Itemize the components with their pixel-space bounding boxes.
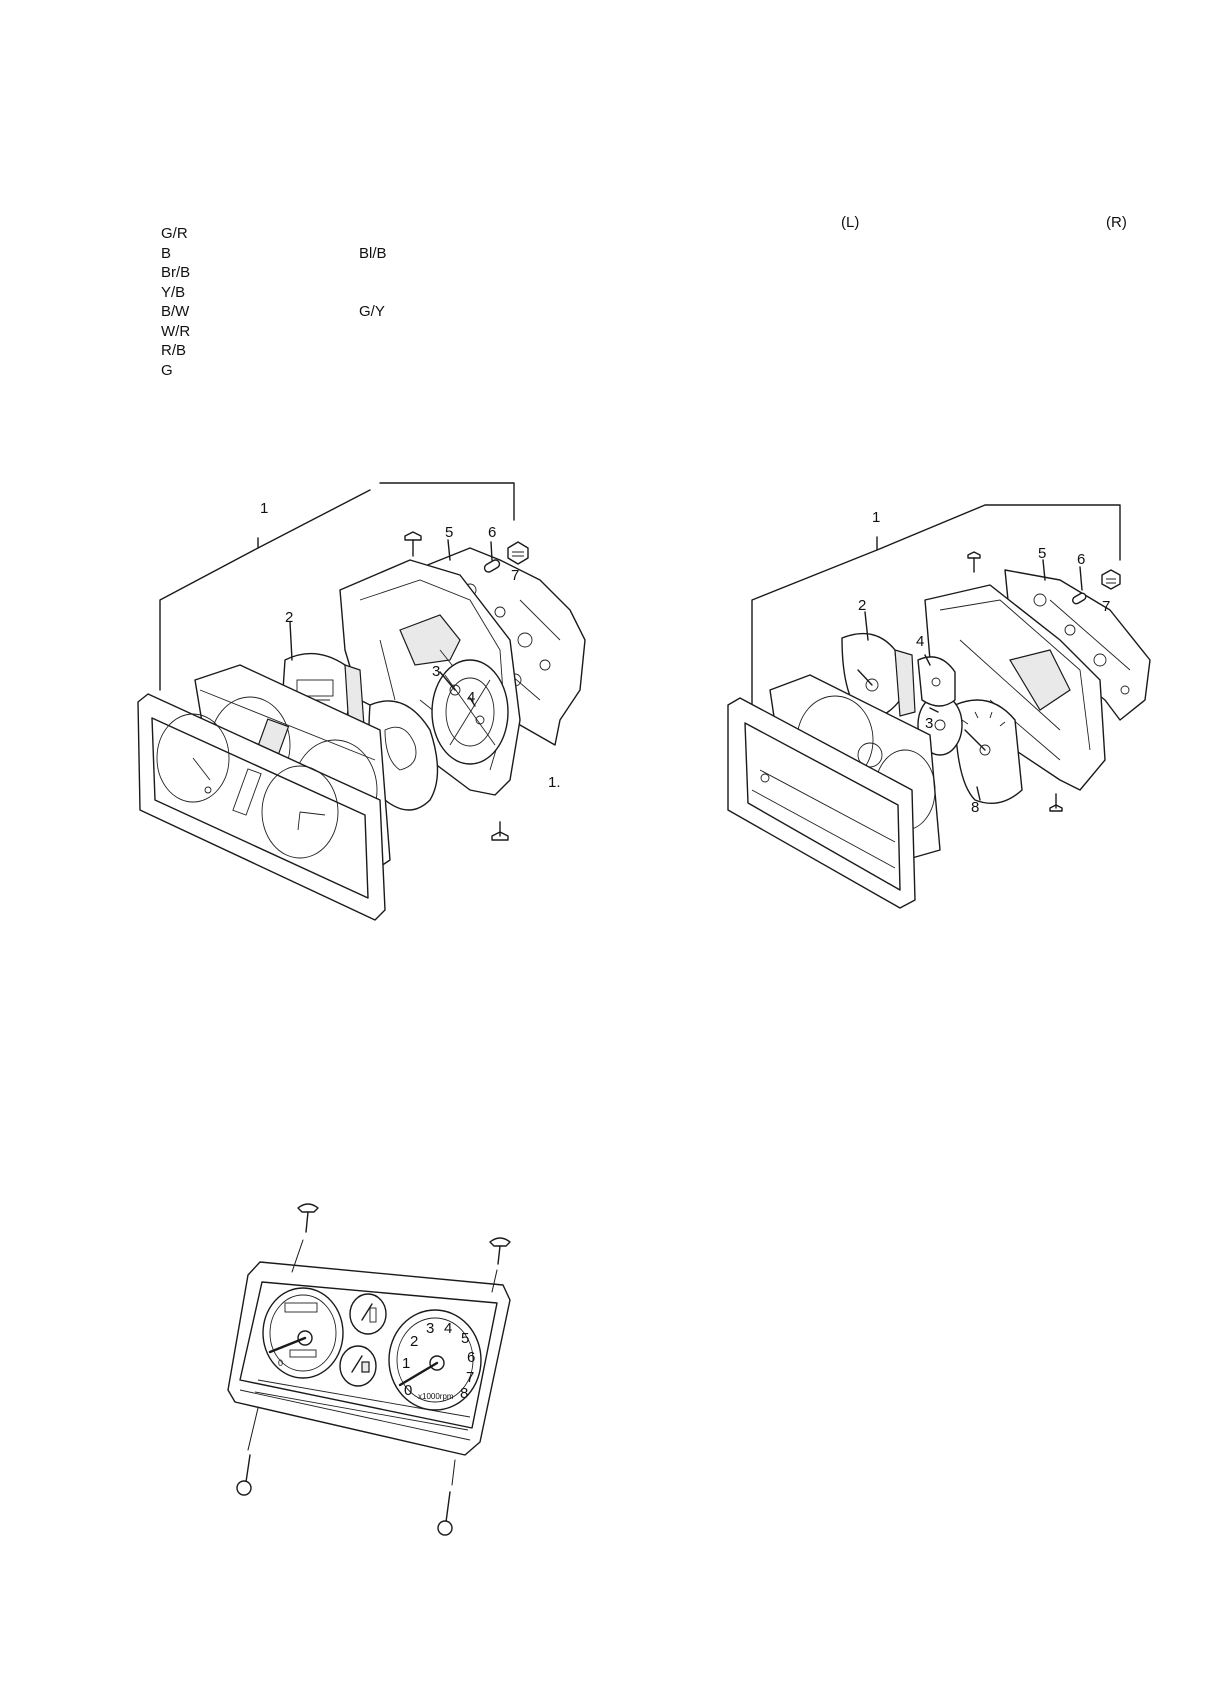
screw-icon [438, 1460, 455, 1535]
socket-icon [508, 542, 528, 564]
tacho-tick-label: 1 [402, 1355, 410, 1372]
speedometer-gauge: 0 [263, 1288, 343, 1378]
screw-icon [237, 1408, 258, 1495]
screw-icon [292, 1204, 318, 1272]
fuel-gauge-icon [340, 1346, 376, 1386]
callout-6: 6 [1077, 551, 1085, 568]
callout-2: 2 [858, 597, 866, 614]
screw-icon [1050, 794, 1062, 811]
screw-icon [492, 822, 508, 840]
callout-5: 5 [445, 524, 453, 541]
left-exploded-assembly: 1 2 3 4 5 6 7 1. [138, 483, 585, 920]
callout-4: 4 [467, 689, 475, 706]
callout-4: 4 [916, 633, 924, 650]
tacho-unit-label: x1000rpm [418, 1392, 454, 1401]
tacho-tick-label: 2 [410, 1333, 418, 1350]
tacho-tick-label: 3 [426, 1320, 434, 1337]
meter-movement [918, 657, 955, 706]
callout-5: 5 [1038, 545, 1046, 562]
tacho-tick-label: 5 [461, 1330, 469, 1347]
callout-8: 8 [971, 799, 979, 816]
tacho-tick-label: 6 [467, 1349, 475, 1366]
tacho-tick-label: 0 [404, 1382, 412, 1399]
callout-2: 2 [285, 609, 293, 626]
installed-cluster: 0 0 1 2 3 4 5 6 7 [228, 1204, 510, 1535]
tacho-tick-label: 4 [444, 1320, 452, 1337]
screw-icon [968, 552, 980, 572]
tacho-tick-label: 8 [460, 1385, 468, 1402]
callout-1-dot: 1. [548, 774, 561, 791]
tachometer-gauge: 0 1 2 3 4 5 6 7 8 x1000rpm [389, 1310, 481, 1410]
callout-7: 7 [511, 567, 519, 584]
right-exploded-assembly: 1 2 3 4 5 6 7 8 [728, 505, 1150, 908]
callout-1: 1 [872, 509, 880, 526]
callout-1: 1 [260, 500, 268, 517]
callout-3: 3 [925, 715, 933, 732]
temp-gauge-icon [350, 1294, 386, 1334]
callout-7: 7 [1102, 598, 1110, 615]
speedo-tick-label: 0 [278, 1358, 283, 1368]
socket-icon [1102, 570, 1120, 589]
callout-6: 6 [488, 524, 496, 541]
screw-icon [405, 532, 421, 556]
callout-3: 3 [432, 663, 440, 680]
tacho-tick-label: 7 [466, 1369, 474, 1386]
